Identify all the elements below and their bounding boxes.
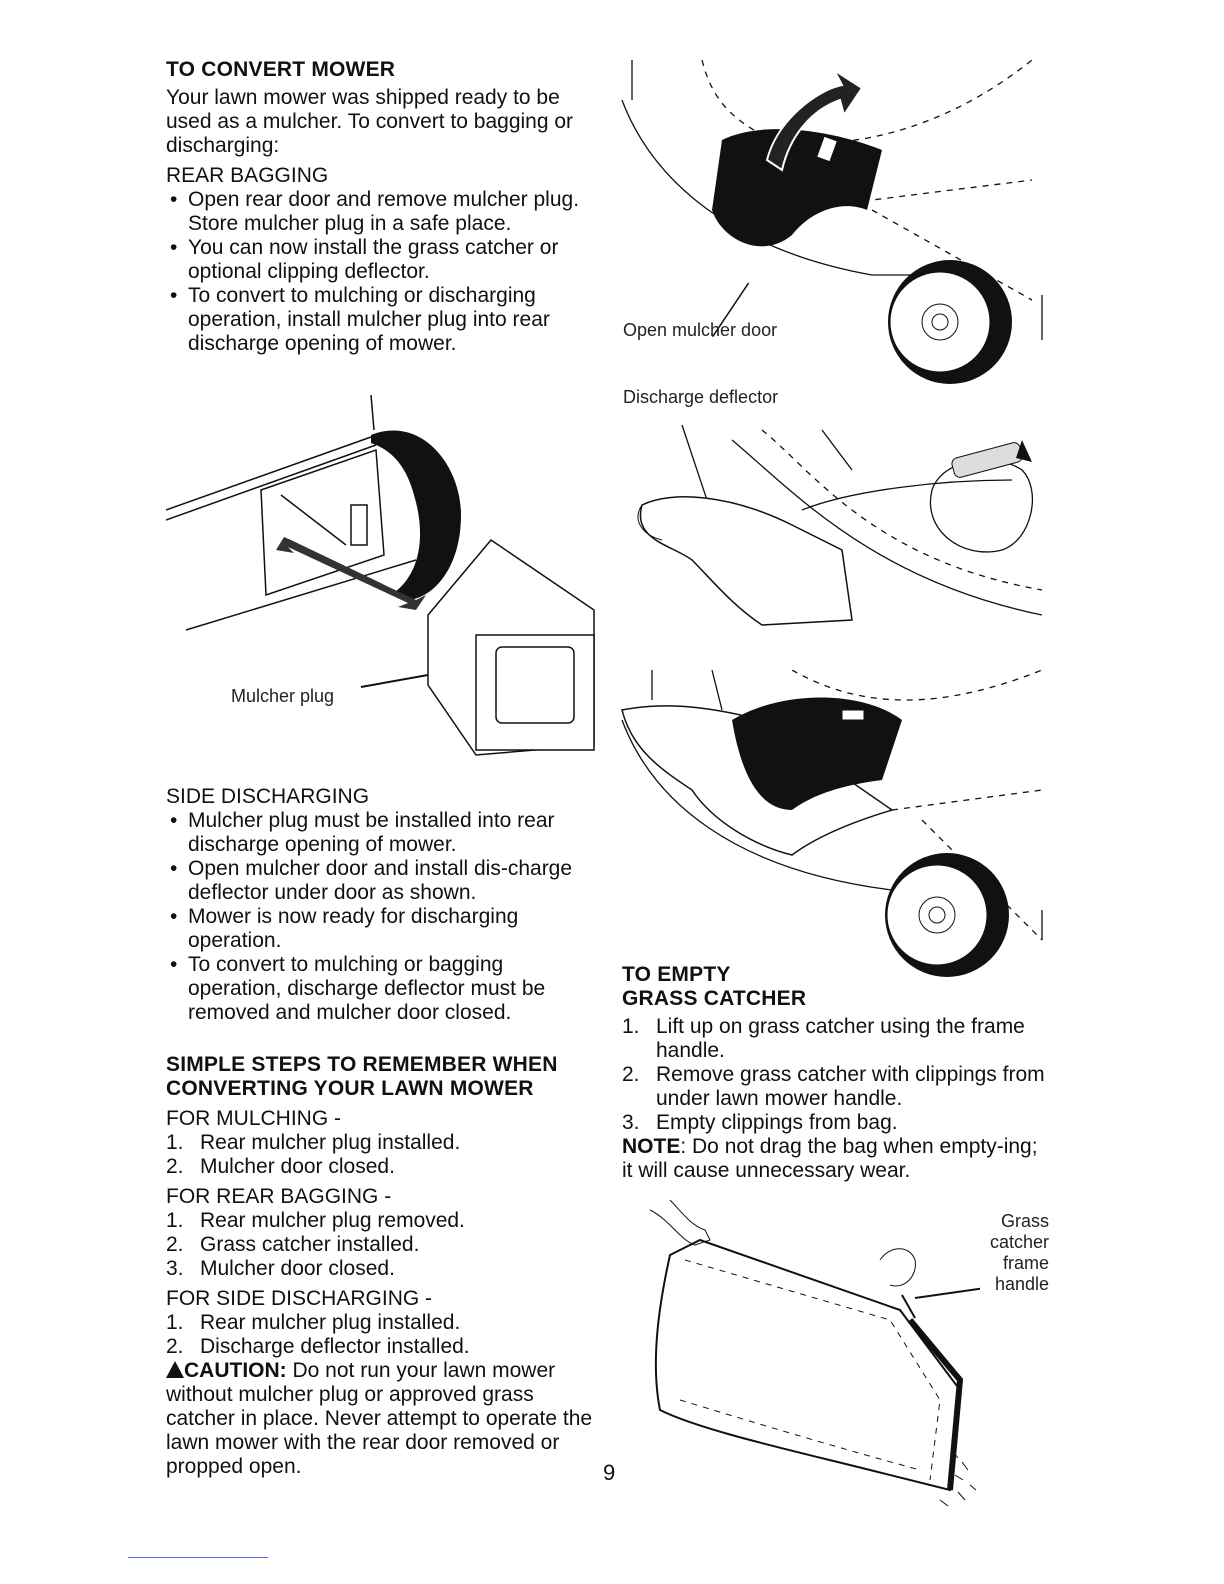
caution-label: CAUTION: [184, 1359, 287, 1382]
side-discharging-title: SIDE DISCHARGING [166, 785, 370, 808]
caution-text: Do not run your lawn mower without mulch… [166, 1359, 593, 1478]
rear-bagging-title: REAR BAGGING [166, 164, 329, 187]
list-item: 1.Rear mulcher plug installed. [166, 1131, 461, 1154]
for-rear-bagging-title: FOR REAR BAGGING - [166, 1185, 392, 1208]
caution-paragraph: CAUTION: Do not run your lawn mower with… [166, 1359, 596, 1479]
for-mulching-title: FOR MULCHING - [166, 1107, 341, 1130]
list-item: 3.Mulcher door closed. [166, 1257, 395, 1280]
list-item: Open rear door and remove mulcher plug. … [166, 188, 596, 236]
for-mulching-list: 1.Rear mulcher plug installed. 2.Mulcher… [166, 1131, 596, 1179]
list-item: 2.Remove grass catcher with clippings fr… [622, 1063, 1045, 1110]
open-mulcher-door-figure [621, 60, 1043, 384]
page-number: 9 [603, 1460, 616, 1485]
note-text: : Do not drag the bag when empty-ing; it… [622, 1135, 1038, 1182]
for-side-discharging-list: 1.Rear mulcher plug installed. 2.Dischar… [166, 1311, 596, 1359]
open-mulcher-door-label: Open mulcher door [623, 320, 778, 340]
empty-heading-line1: TO EMPTY [622, 963, 731, 986]
note-label: NOTE [622, 1135, 681, 1158]
list-item: 2.Discharge deflector installed. [166, 1335, 470, 1358]
simple-steps-heading: SIMPLE STEPS TO REMEMBER WHEN CONVERTING… [166, 1053, 558, 1100]
list-item: You can now install the grass catcher or… [166, 236, 596, 284]
list-item: 3.Empty clippings from bag. [622, 1111, 898, 1134]
list-item: To convert to mulching or discharging op… [166, 284, 596, 356]
grass-catcher-figure [649, 1200, 980, 1507]
warning-triangle-icon [166, 1361, 184, 1378]
side-discharging-block: SIDE DISCHARGING Mulcher plug must be in… [166, 785, 596, 1025]
empty-steps-list: 1.Lift up on grass catcher using the fra… [622, 1015, 1052, 1135]
empty-heading-line2: GRASS CATCHER [622, 987, 807, 1010]
list-item: 2.Grass catcher installed. [166, 1233, 420, 1256]
list-item: 1.Rear mulcher plug removed. [166, 1209, 465, 1232]
list-item: 1.Rear mulcher plug installed. [166, 1311, 461, 1334]
discharge-deflector-figure [637, 424, 1043, 626]
simple-steps-block: SIMPLE STEPS TO REMEMBER WHEN CONVERTING… [166, 1053, 596, 1479]
rear-bagging-list: Open rear door and remove mulcher plug. … [166, 188, 596, 356]
list-item: Mulcher plug must be installed into rear… [166, 809, 596, 857]
footer-rule [128, 1557, 268, 1558]
left-column: TO CONVERT MOWER Your lawn mower was shi… [166, 58, 596, 356]
side-discharging-list: Mulcher plug must be installed into rear… [166, 809, 596, 1025]
convert-intro: Your lawn mower was shipped ready to be … [166, 86, 574, 157]
mulcher-plug-label: Mulcher plug [231, 686, 335, 706]
note-paragraph: NOTE: Do not drag the bag when empty-ing… [622, 1135, 1052, 1183]
list-item: Open mulcher door and install dis-charge… [166, 857, 596, 905]
list-item: 2.Mulcher door closed. [166, 1155, 395, 1178]
deflector-installed-figure [621, 670, 1043, 977]
for-rear-bagging-list: 1.Rear mulcher plug removed. 2.Grass cat… [166, 1209, 596, 1281]
grass-catcher-frame-handle-label: Grass catcher frame handle [989, 1211, 1049, 1294]
empty-catcher-block: TO EMPTY GRASS CATCHER 1.Lift up on gras… [622, 963, 1052, 1183]
mulcher-plug-figure [166, 395, 595, 756]
list-item: Mower is now ready for discharging opera… [166, 905, 596, 953]
discharge-deflector-label: Discharge deflector [623, 387, 779, 407]
convert-heading: TO CONVERT MOWER [166, 58, 396, 81]
list-item: To convert to mulching or bagging operat… [166, 953, 596, 1025]
list-item: 1.Lift up on grass catcher using the fra… [622, 1015, 1025, 1062]
for-side-discharging-title: FOR SIDE DISCHARGING - [166, 1287, 433, 1310]
